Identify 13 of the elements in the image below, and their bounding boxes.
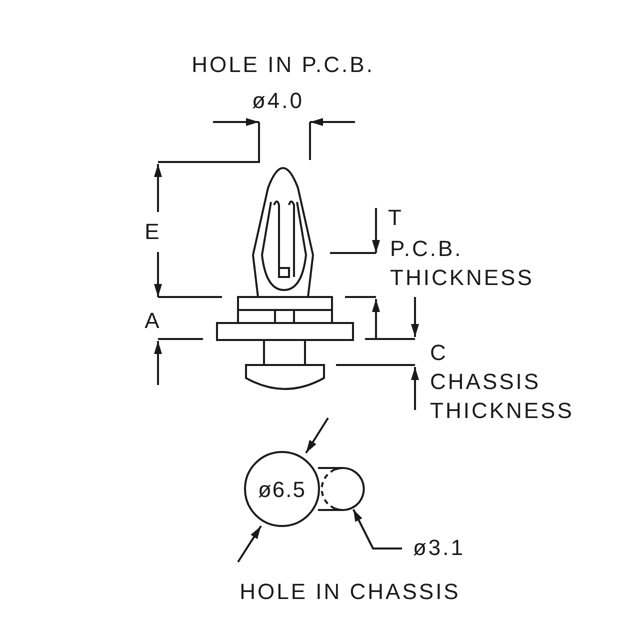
slot-hole-outline (318, 467, 365, 511)
dimension-letter: C (430, 339, 449, 367)
dimension-letter: E (144, 218, 162, 246)
view-caption: HOLE IN P.C.B. (190, 51, 376, 79)
dimension-text: ø4.0 (250, 87, 306, 115)
hole-circle: ø6.5 (244, 451, 320, 527)
dimension-text: ø3.1 (404, 533, 474, 562)
dimension-letter: A (144, 307, 162, 335)
dimension-note: P.C.B. THICKNESS (390, 235, 535, 292)
dimension-note: CHASSIS THICKNESS (430, 368, 575, 425)
view-caption: HOLE IN CHASSIS (238, 578, 462, 606)
leader-line (352, 509, 402, 550)
dimension-letter: T (388, 204, 404, 232)
